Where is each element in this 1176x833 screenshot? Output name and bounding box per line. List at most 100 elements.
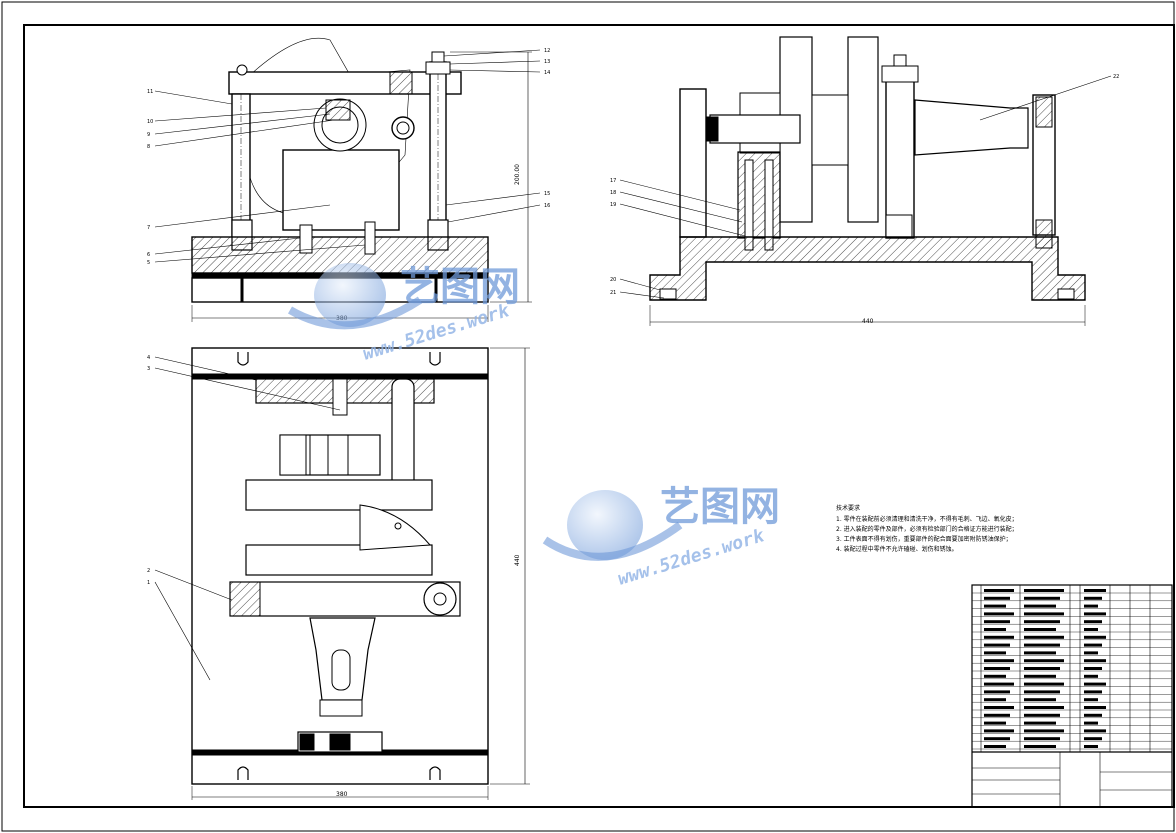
parts-row-text-blur bbox=[984, 651, 1006, 655]
technical-requirements: 技术要求 1. 零件在装配前必须清理和清洗干净，不得有毛刺、飞边、氧化皮； 2.… bbox=[836, 504, 1018, 553]
callout-label: 12 bbox=[544, 48, 550, 54]
parts-row-text-blur bbox=[984, 612, 1014, 616]
parts-row-text-blur bbox=[1084, 659, 1106, 663]
parts-row-text-blur bbox=[984, 729, 1014, 733]
parts-row-text-blur bbox=[984, 690, 1010, 694]
watermark-brand: 艺图网 bbox=[660, 484, 780, 530]
top-height-dim: 440 bbox=[514, 554, 521, 566]
top-width-dim: 380 bbox=[336, 791, 348, 798]
parts-row-text-blur bbox=[1024, 745, 1056, 748]
parts-row-text-blur bbox=[1024, 713, 1060, 717]
parts-row-text-blur bbox=[984, 674, 1006, 678]
parts-row-text-blur bbox=[1024, 635, 1064, 639]
parts-row-text-blur bbox=[984, 745, 1006, 748]
callout-label: 20 bbox=[610, 277, 616, 283]
callout-label: 8 bbox=[147, 144, 150, 150]
parts-row-text-blur bbox=[1084, 674, 1098, 678]
parts-row-text-blur bbox=[1084, 729, 1106, 733]
parts-row-text-blur bbox=[1084, 643, 1102, 647]
callout-label: 6 bbox=[147, 252, 150, 258]
watermark-middle: 艺图网 www.52des.work bbox=[542, 484, 780, 590]
parts-row-text-blur bbox=[1084, 706, 1106, 709]
parts-row-text-blur bbox=[984, 667, 1010, 670]
note-item: 1. 零件在装配前必须清理和清洗干净，不得有毛刺、飞边、氧化皮； bbox=[836, 515, 1018, 523]
parts-row-text-blur bbox=[984, 713, 1010, 717]
parts-row-text-blur bbox=[1024, 643, 1060, 647]
callout-label: 22 bbox=[1113, 74, 1119, 80]
parts-row-text-blur bbox=[1084, 690, 1102, 694]
notes-title: 技术要求 bbox=[836, 504, 860, 512]
parts-row-text-blur bbox=[1024, 674, 1056, 678]
callout-label: 15 bbox=[544, 191, 550, 197]
parts-row-text-blur bbox=[1084, 651, 1098, 655]
note-item: 4. 装配过程中零件不允许磕碰、划伤和锈蚀。 bbox=[836, 545, 958, 553]
parts-row-text-blur bbox=[1024, 659, 1064, 663]
front-height-dim: 200.00 bbox=[514, 164, 521, 185]
callout-label: 17 bbox=[610, 178, 616, 184]
callout-label: 16 bbox=[544, 203, 550, 209]
parts-row-text-blur bbox=[1084, 596, 1102, 600]
title-block bbox=[971, 584, 1173, 808]
parts-row-text-blur bbox=[1024, 721, 1056, 725]
parts-row-text-blur bbox=[1084, 698, 1098, 702]
parts-row-text-blur bbox=[1084, 745, 1098, 748]
top-view bbox=[154, 347, 530, 800]
parts-row-text-blur bbox=[984, 706, 1014, 709]
parts-row-text-blur bbox=[1024, 706, 1064, 709]
parts-row-text-blur bbox=[1084, 721, 1098, 725]
callout-label: 3 bbox=[147, 366, 150, 372]
note-item: 3. 工件表面不得有划伤，重要部件的配合面要加密附防锈油保护； bbox=[836, 535, 1012, 543]
callout-label: 2 bbox=[147, 568, 150, 574]
parts-row-text-blur bbox=[984, 628, 1006, 631]
parts-row-text-blur bbox=[1084, 682, 1106, 686]
parts-list-rows bbox=[972, 589, 1172, 750]
front-callouts: 11 10 9 8 7 6 5 12 13 14 15 16 bbox=[147, 48, 550, 266]
side-view bbox=[619, 36, 1112, 326]
parts-row-text-blur bbox=[1084, 604, 1098, 608]
side-callouts: 17 18 19 20 21 22 bbox=[610, 74, 1119, 296]
callout-label: 4 bbox=[147, 355, 150, 361]
callout-label: 19 bbox=[610, 202, 616, 208]
parts-row-text-blur bbox=[1024, 589, 1064, 592]
parts-row-text-blur bbox=[1024, 628, 1056, 631]
parts-row-text-blur bbox=[1084, 589, 1106, 592]
parts-row-text-blur bbox=[984, 659, 1014, 663]
parts-row-text-blur bbox=[984, 604, 1006, 608]
top-callouts: 4 3 2 1 bbox=[147, 355, 150, 586]
callout-label: 7 bbox=[147, 225, 150, 231]
callout-label: 21 bbox=[610, 290, 616, 296]
parts-row-text-blur bbox=[1024, 690, 1060, 694]
callout-label: 1 bbox=[147, 580, 150, 586]
parts-row-text-blur bbox=[984, 620, 1010, 624]
parts-row-text-blur bbox=[984, 643, 1010, 647]
inner-frame bbox=[23, 24, 1175, 808]
parts-row-text-blur bbox=[984, 682, 1014, 686]
callout-label: 13 bbox=[544, 59, 550, 65]
parts-row-text-blur bbox=[1024, 729, 1064, 733]
callout-label: 14 bbox=[544, 70, 550, 76]
parts-row-text-blur bbox=[984, 635, 1014, 639]
front-view bbox=[154, 37, 541, 322]
callout-label: 11 bbox=[147, 89, 153, 95]
parts-row-text-blur bbox=[1084, 737, 1102, 741]
parts-row-text-blur bbox=[1084, 635, 1106, 639]
note-item: 2. 进入装配的零件及部件，必须有检验部门的合格证方能进行装配； bbox=[836, 525, 1018, 533]
parts-row-text-blur bbox=[1084, 667, 1102, 670]
watermark-brand: 艺图网 bbox=[400, 264, 520, 310]
parts-row-text-blur bbox=[1024, 737, 1060, 741]
parts-row-text-blur bbox=[984, 596, 1010, 600]
parts-row-text-blur bbox=[1084, 620, 1102, 624]
parts-row-text-blur bbox=[984, 589, 1014, 592]
parts-row-text-blur bbox=[984, 721, 1006, 725]
side-width-dim: 440 bbox=[862, 318, 874, 325]
parts-row-text-blur bbox=[984, 698, 1006, 702]
callout-label: 18 bbox=[610, 190, 616, 196]
parts-row-text-blur bbox=[1084, 612, 1106, 616]
parts-row-text-blur bbox=[984, 737, 1010, 741]
callout-label: 5 bbox=[147, 260, 150, 266]
parts-row-text-blur bbox=[1084, 628, 1098, 631]
parts-row-text-blur bbox=[1084, 713, 1102, 717]
parts-row-text-blur bbox=[1024, 612, 1064, 616]
parts-row-text-blur bbox=[1024, 604, 1056, 608]
